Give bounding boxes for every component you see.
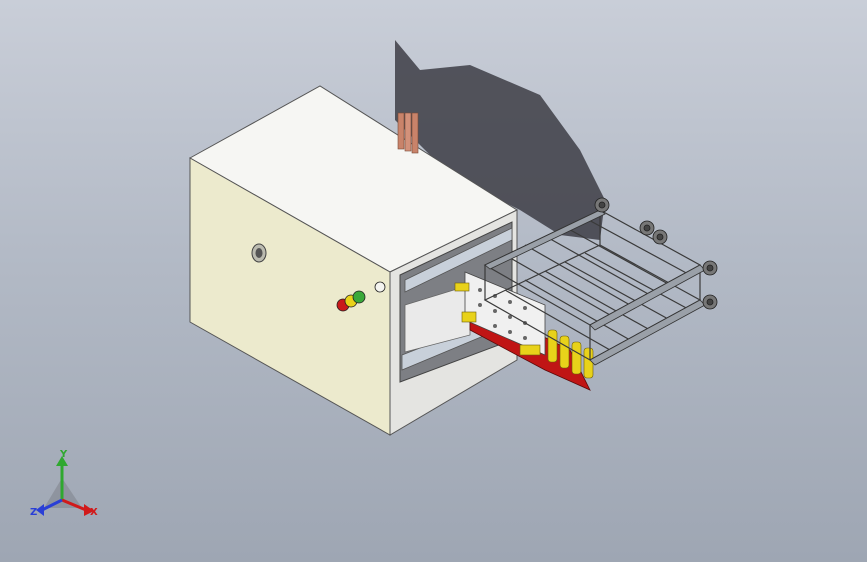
z-axis-label: Z [30,507,37,518]
z-axis-arrow [36,504,44,516]
frame-rails [484,209,706,366]
yellow-cylinders [454,282,594,379]
z-axis-line [41,498,63,512]
x-axis-label: X [90,507,98,518]
cabinet-assembly[interactable] [188,85,519,436]
cabinet-hole-inner [255,248,263,258]
x-axis-arrow [84,504,94,516]
axis-triad-icon[interactable]: Y X Z [30,449,98,518]
stack-light-icon[interactable] [336,281,386,312]
plate-holes [478,288,527,340]
y-axis-arrow [56,456,68,466]
x-axis-line [61,498,87,512]
copper-busbar [397,112,419,154]
fixture-carriage[interactable] [454,197,718,391]
y-axis-label: Y [59,449,68,460]
model-shadow [395,40,605,240]
inner-rail-top [404,227,513,293]
caster-wheels [594,197,718,310]
inner-base [404,284,471,353]
